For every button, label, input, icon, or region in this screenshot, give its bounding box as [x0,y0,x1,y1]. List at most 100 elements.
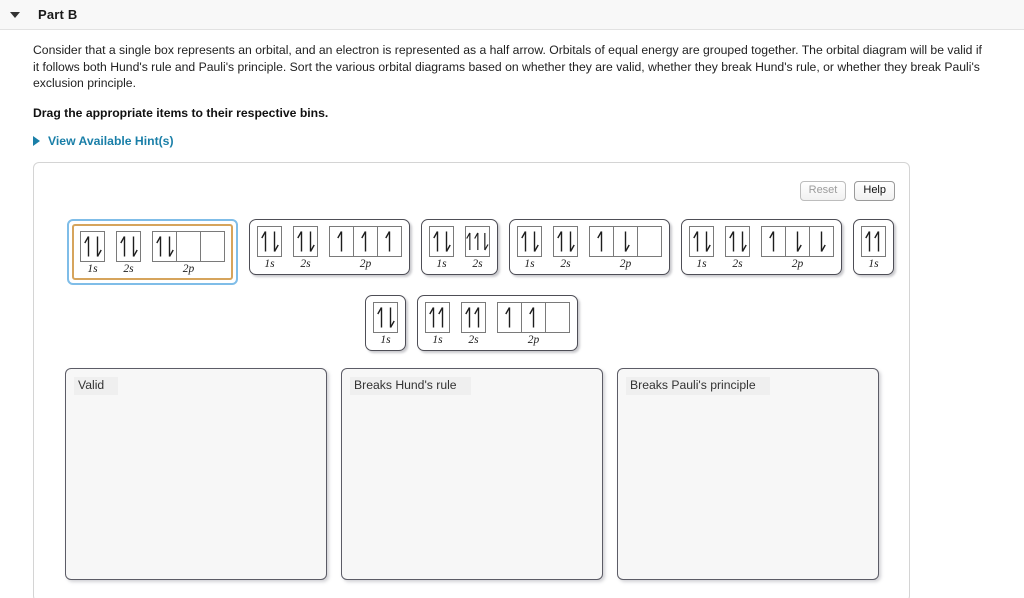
item-content: 1s 2s 2p [517,225,662,270]
bin-label: Breaks Pauli's principle [626,376,770,395]
electron-down-arrow-icon [484,232,489,250]
orbital-box [465,225,490,257]
bin-valid[interactable]: Valid [65,367,327,580]
caret-down-icon[interactable] [10,11,20,18]
panel-toolbar: Reset Help [799,180,895,201]
electron-up-arrow-icon [473,306,479,327]
view-hints-link[interactable]: View Available Hint(s) [48,133,174,148]
orbital-box-row [80,230,105,262]
electron-up-arrow-icon [155,235,161,256]
electron-arrows [466,227,489,256]
electron-up-arrow-icon [361,230,367,251]
electron-up-arrow-icon [505,306,511,327]
question-prompt: Consider that a single box represents an… [33,43,982,90]
draggable-orbital-diagram[interactable]: 1s [365,294,406,351]
orbital-box-row [517,225,542,257]
electron-arrows [726,227,749,256]
subshell-label: 2s [300,257,311,270]
electron-up-arrow-icon [437,306,443,327]
electron-up-arrow-icon [769,230,775,251]
orbital-box-row [293,225,318,257]
electron-up-arrow-icon [529,306,535,327]
orbital-box-row [425,301,450,333]
orbital-group: 1s [80,230,105,275]
electron-up-arrow-icon [337,230,343,251]
electron-up-arrow-icon [83,235,89,256]
electron-down-arrow-icon [96,236,102,257]
orbital-box [425,301,450,333]
hints-row[interactable]: View Available Hint(s) [33,134,990,148]
orbital-box-row [329,225,402,257]
help-button[interactable]: Help [854,180,895,201]
orbital-box-row [553,225,578,257]
electron-arrows [462,303,485,332]
subshell-label: 2s [123,262,134,275]
bin-label: Breaks Hund's rule [350,376,471,395]
subshell-label: 1s [524,257,535,270]
orbital-box [293,225,318,257]
subshell-label: 2s [560,257,571,270]
reset-button[interactable]: Reset [799,180,847,201]
electron-up-arrow-icon [119,235,125,256]
orbital-box [429,225,454,257]
bin-hund[interactable]: Breaks Hund's rule [341,367,603,580]
orbital-box [553,225,578,257]
subshell-label: 2p [619,257,632,270]
electron-arrows [762,227,785,256]
electron-arrows [614,227,637,256]
orbital-box-row [689,225,714,257]
electron-arrows [153,232,176,261]
electron-arrows [374,303,397,332]
electron-arrows [786,227,809,256]
electron-down-arrow-icon [168,236,174,257]
subshell-label: 1s [87,262,98,275]
orbital-box [637,225,662,257]
orbital-box-row [589,225,662,257]
orbital-box [329,225,354,257]
orbital-group: 2s [116,230,141,275]
electron-arrows [810,227,833,256]
electron-up-arrow-icon [260,230,266,251]
subshell-label: 1s [436,257,447,270]
draggable-orbital-diagram[interactable]: 1s [853,218,894,275]
orbital-group: 2p [761,225,834,270]
orbital-box [373,301,398,333]
subshell-label: 1s [432,333,443,346]
orbital-box [377,225,402,257]
orbital-box-row [152,230,225,262]
electron-arrows [690,227,713,256]
orbital-box [613,225,638,257]
electron-down-arrow-icon [624,231,630,252]
draggable-orbital-diagram[interactable]: 1s 2s 2p [509,218,670,275]
orbital-group: 2p [329,225,402,270]
part-header: Part B [0,0,1024,30]
orbital-box [80,230,105,262]
orbital-box-row [861,225,886,257]
electron-up-arrow-icon [873,230,879,251]
page-title: Part B [38,7,78,22]
orbital-box [497,301,522,333]
orbital-box [116,230,141,262]
electron-up-arrow-icon [556,230,562,251]
electron-down-arrow-icon [389,307,395,328]
orbital-group: 1s [373,301,398,346]
orbital-box [176,230,201,262]
orbital-box-row [429,225,454,257]
electron-arrows [554,227,577,256]
orbital-box [353,225,378,257]
electron-down-arrow-icon [132,236,138,257]
drag-instruction: Drag the appropriate items to their resp… [33,105,329,120]
bin-pauli[interactable]: Breaks Pauli's principle [617,367,879,580]
